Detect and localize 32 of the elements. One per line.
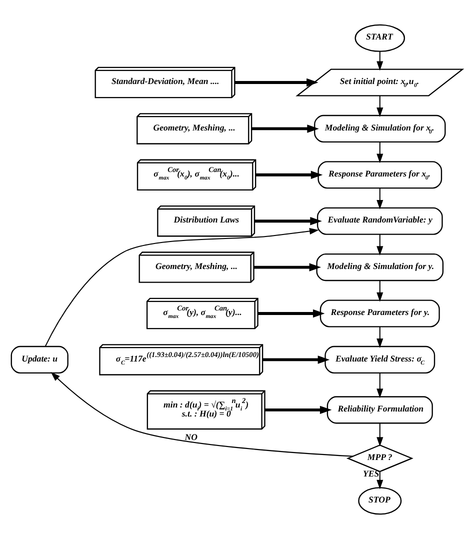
node-box: Evaluate Yield Stress: σ$_{C}$	[324, 345, 436, 373]
node-box: Modeling & Simulation for y.	[316, 253, 444, 281]
arrow	[376, 280, 384, 302]
arrow	[376, 422, 384, 446]
node-box: Update: u	[10, 345, 68, 373]
node-box: Evaluate RandomVariable: y	[316, 206, 443, 234]
arrow	[376, 188, 384, 209]
node-box: Response Parameters for y.	[320, 299, 440, 327]
arrow	[254, 216, 322, 225]
arrow	[264, 405, 332, 414]
arrow	[234, 78, 318, 86]
arrow	[258, 308, 325, 318]
arrow	[262, 355, 330, 364]
arrow	[256, 170, 323, 179]
node-ellipse: STOP	[358, 486, 402, 514]
arrow	[376, 372, 384, 398]
arrow	[254, 262, 322, 271]
node-box: Modeling & Simulation for x$_{0}$.	[314, 114, 446, 142]
arrow	[50, 372, 353, 456]
arrow	[44, 227, 319, 346]
arrow	[376, 51, 384, 70]
arrow	[376, 471, 384, 489]
edge-label: NO	[184, 431, 198, 442]
node-diamond: MPP ?	[346, 444, 414, 472]
node-ellipse: START	[354, 24, 406, 52]
node-box: Reliability Formulation	[326, 396, 433, 424]
arrow	[376, 326, 384, 348]
arrow	[376, 142, 384, 163]
node-box: Response Parameters for x$_{0}$.	[318, 160, 442, 188]
arrow	[376, 234, 384, 256]
arrow	[252, 124, 319, 132]
arrow	[376, 95, 384, 116]
